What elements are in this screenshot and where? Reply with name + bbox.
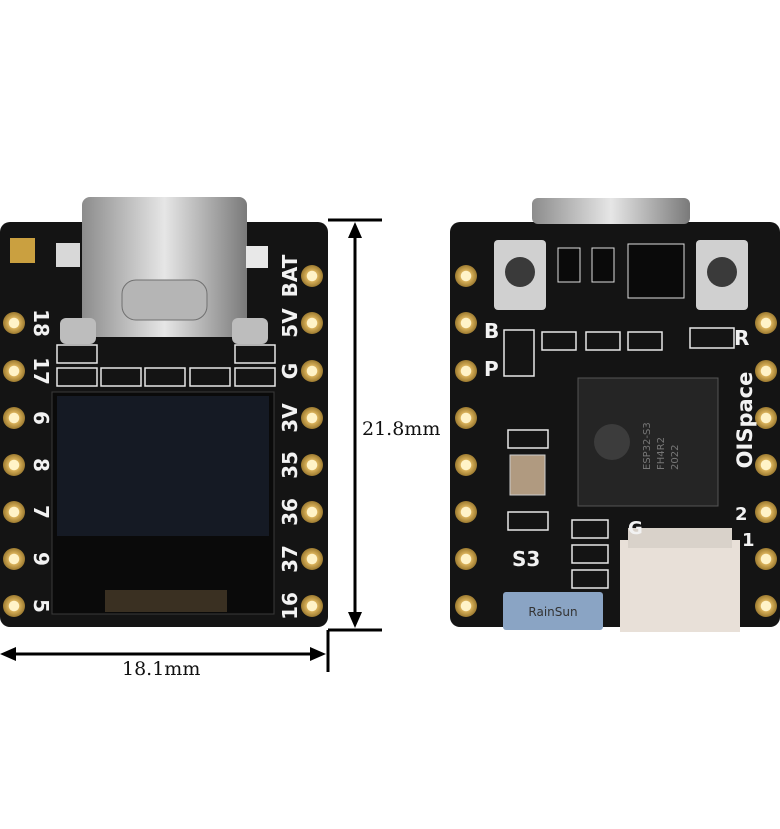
chip-text-3: 2022	[670, 445, 681, 470]
label-s3: S3	[512, 547, 540, 571]
reset-button	[696, 240, 748, 310]
pin-label-35: 35	[278, 451, 302, 479]
pin-label-bat: BAT	[278, 254, 302, 297]
pin-label-37: 37	[278, 545, 302, 573]
antenna-text: RainSun	[528, 605, 577, 619]
esp32-chip: ESP32-S3 FH4R2 2022	[577, 377, 719, 507]
jst-connector	[620, 528, 740, 632]
pin-label-g: G	[278, 363, 302, 379]
height-dimension-label: 21.8mm	[362, 418, 441, 440]
pin-label-5: 5	[29, 599, 53, 613]
label-1: 1	[742, 530, 755, 551]
back-board: ESP32-S3 FH4R2 2022 RainSun	[450, 198, 780, 632]
pin-label-8: 8	[29, 458, 53, 472]
boot-button	[494, 240, 546, 310]
pin-label-16: 16	[278, 592, 302, 620]
front-left-pins	[3, 312, 25, 617]
dimension-lines	[0, 218, 382, 672]
pin-label-3v: 3V	[278, 403, 302, 433]
pin-label-5v: 5V	[278, 308, 302, 338]
ceramic-antenna: RainSun	[503, 592, 603, 630]
pin-label-36: 36	[278, 498, 302, 526]
back-right-pins	[755, 312, 777, 617]
back-left-pins	[455, 265, 477, 617]
pin-label-6: 6	[29, 411, 53, 425]
label-r: R	[734, 326, 749, 350]
label-b: B	[484, 319, 499, 343]
front-board: 18 17 6 8 7 9 5 BAT 5V G 3V 35 36 37 16	[0, 197, 328, 627]
front-right-pins	[301, 265, 323, 617]
brand-label: OISpace	[733, 372, 757, 469]
pin-label-9: 9	[29, 552, 53, 566]
pin-label-17: 17	[29, 357, 53, 385]
chip-text-2: FH4R2	[656, 437, 667, 470]
oled-display	[51, 391, 275, 615]
usb-c-connector	[60, 197, 268, 344]
width-dimension-label: 18.1mm	[122, 658, 201, 680]
label-2: 2	[735, 504, 748, 525]
label-p: P	[484, 357, 499, 381]
smd-components	[56, 344, 276, 387]
chip-text-1: ESP32-S3	[642, 422, 653, 470]
pin-label-18: 18	[29, 309, 53, 337]
pin-label-7: 7	[29, 505, 53, 519]
label-g: G	[628, 518, 643, 539]
